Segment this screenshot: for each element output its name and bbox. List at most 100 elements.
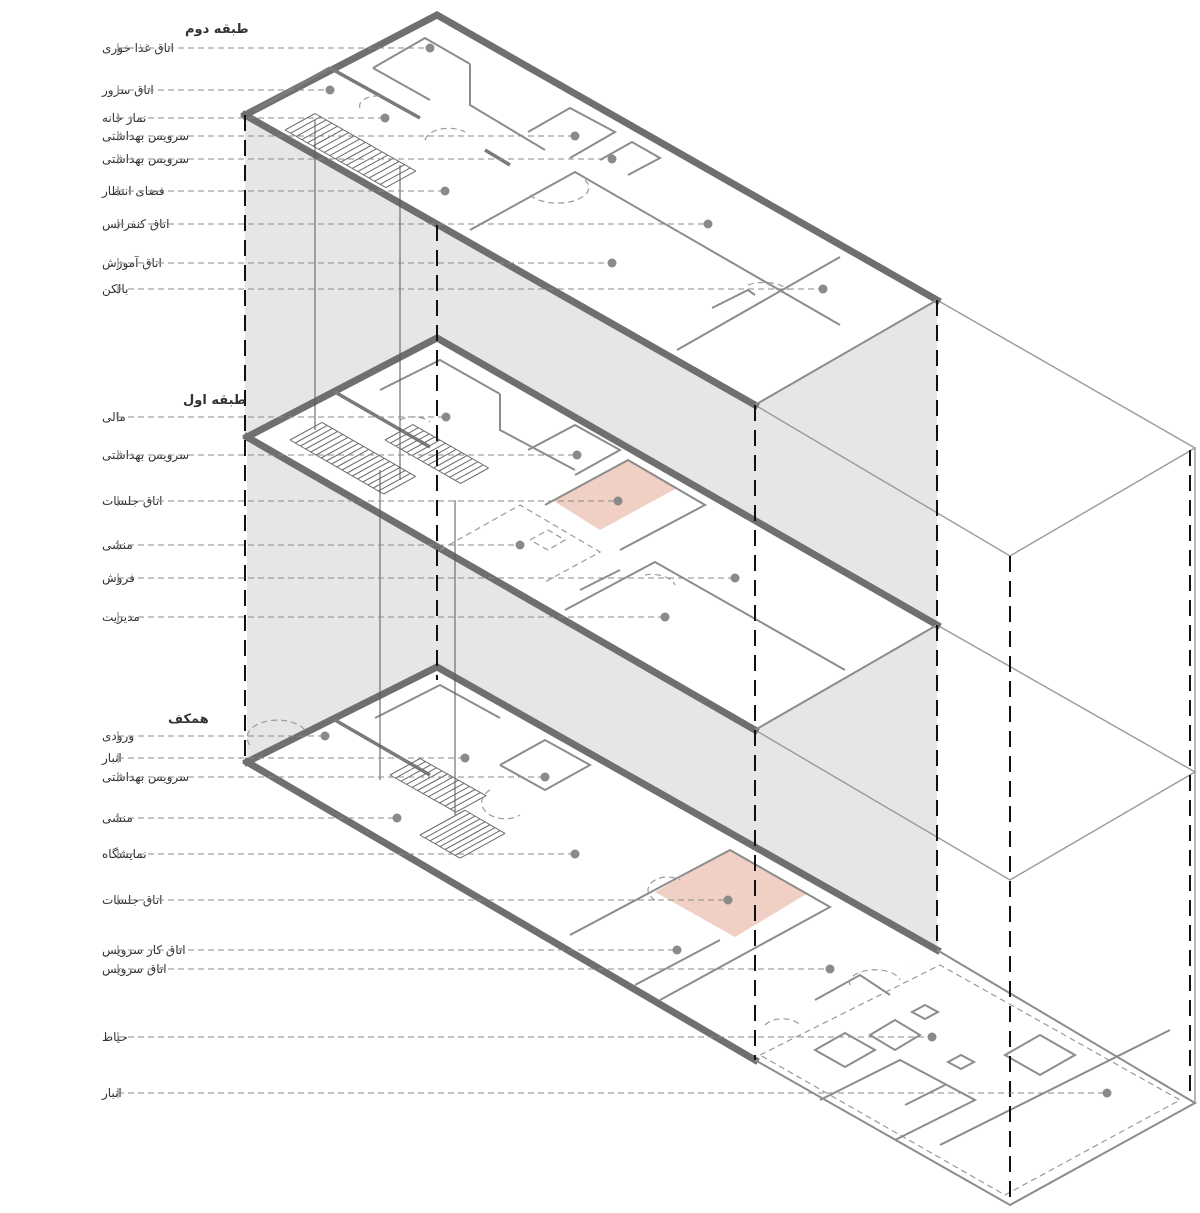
stair-step <box>357 154 389 173</box>
second-floor-door-swing-3 <box>747 281 789 291</box>
courtyard-edge <box>754 949 1198 1207</box>
room-marker-dot <box>660 612 670 622</box>
ground-floor-label-9: انبار <box>101 1086 1112 1101</box>
first-floor-wall-e <box>544 458 708 551</box>
room-marker-dot <box>703 219 713 229</box>
first-floor-title: طبقه اول <box>183 393 246 408</box>
courtyard-slab <box>755 950 1195 1205</box>
stair-step <box>400 433 430 450</box>
stair-step <box>383 475 416 495</box>
ground-floor-door-swing-1 <box>246 719 306 746</box>
stair-verticals <box>314 120 456 815</box>
stair-step <box>444 824 491 850</box>
ground-floor-wall-f <box>814 973 891 1001</box>
ground-floor-wall-b <box>374 683 501 719</box>
stair-step <box>307 125 338 144</box>
stair-step <box>406 767 437 785</box>
ground-floor-door-swing-4 <box>848 969 901 986</box>
room-marker-dot <box>825 964 835 974</box>
stair-step <box>406 436 435 453</box>
first-floor-secretary-outline <box>439 504 602 583</box>
stair-step <box>424 812 471 839</box>
second-floor-door-swing-1 <box>424 127 466 141</box>
room-label-text: نماز خانه <box>102 111 146 126</box>
stair-step <box>444 789 476 807</box>
stair-step <box>389 758 421 776</box>
ground-floor-label-6: اتاق کار سرویس <box>102 943 682 958</box>
second-floor-wall-a <box>329 66 421 120</box>
room-label-text: سرویس بهداشتی <box>102 448 189 463</box>
stair-step <box>460 467 489 484</box>
stair-step <box>449 827 496 853</box>
first-floor-label-4: فروش <box>102 571 740 586</box>
stair-step <box>295 119 327 137</box>
stair-stringer <box>412 424 489 469</box>
stair-step <box>362 463 396 483</box>
ground-floor-door-swing-2 <box>647 876 681 901</box>
ghost-top-2 <box>754 624 1197 881</box>
first-floor-label-0: مالی <box>102 410 451 424</box>
second-floor-corridor <box>469 170 841 326</box>
room-marker-dot <box>325 85 335 95</box>
room-label-text: نمایشگاه <box>102 847 147 861</box>
second-floor-title: طبقه دوم <box>185 22 249 37</box>
stair-step <box>400 764 432 782</box>
courtyard-partition-1 <box>819 1058 978 1141</box>
room-label-text: اتاق سرور <box>101 83 154 98</box>
stair-step <box>331 445 364 465</box>
second-floor-front-wall <box>240 110 760 410</box>
stair-step <box>444 458 473 475</box>
stair-step <box>284 113 316 131</box>
ground-floor-label-1: انبار <box>101 751 470 766</box>
vertical-dashed-edges <box>244 115 1191 1205</box>
ground-floor-outer-wall <box>242 663 942 955</box>
stair-step <box>368 161 400 179</box>
stair-step <box>411 439 441 456</box>
courtyard-inner-edge <box>759 964 1182 1196</box>
stair-stringer <box>389 774 457 813</box>
room-marker-dot <box>607 154 617 164</box>
stair-step <box>419 809 466 836</box>
first-floor-wall-c <box>499 394 576 471</box>
stair-step <box>455 795 487 813</box>
room-marker-dot <box>730 573 740 583</box>
room-marker-dot <box>441 412 451 422</box>
ghost-top-1 <box>754 299 1197 557</box>
ground-floor-label-7: اتاق سرویس <box>102 962 835 977</box>
second-floor-slab <box>245 15 937 405</box>
first-floor-secretary-desk <box>529 529 567 551</box>
ghost-volume <box>754 299 1197 1103</box>
stair-step <box>312 129 344 147</box>
first-floor-door-swing-2 <box>399 416 431 423</box>
room-marker-dot <box>440 186 450 196</box>
stair-step <box>357 460 390 480</box>
stair-step <box>367 466 401 486</box>
stair-step <box>385 170 417 189</box>
ground-floor-title: همکف <box>168 712 209 727</box>
room-marker-dot <box>392 813 402 823</box>
stair-step <box>336 448 370 468</box>
first-floor-wall-d <box>527 423 623 476</box>
stair-step <box>459 833 506 859</box>
stair-step <box>335 141 366 160</box>
ground-floor-door-swing-3 <box>764 1018 801 1026</box>
room-label-text: سرویس بهداشتی <box>102 770 189 785</box>
first-floor-label-1: سرویس بهداشتی <box>102 448 582 463</box>
stair-step <box>305 430 338 450</box>
stair-step <box>434 818 481 845</box>
first-floor-wall-a <box>334 390 431 449</box>
ground-floor-door-swing-5 <box>481 789 521 820</box>
second-floor-label-3: سرویس بهداشتی <box>102 129 580 144</box>
room-label-text: منشی <box>102 538 133 552</box>
second-floor-label-2: نماز خانه <box>102 111 390 126</box>
second-floor-stairs <box>284 113 417 189</box>
room-label-text: بالکن <box>102 282 128 297</box>
stair-step <box>300 427 333 447</box>
first-floor-label-2: اتاق جلسات <box>102 494 623 508</box>
stair-step <box>454 830 501 856</box>
stair-step <box>315 436 349 456</box>
stair-step <box>294 424 328 444</box>
